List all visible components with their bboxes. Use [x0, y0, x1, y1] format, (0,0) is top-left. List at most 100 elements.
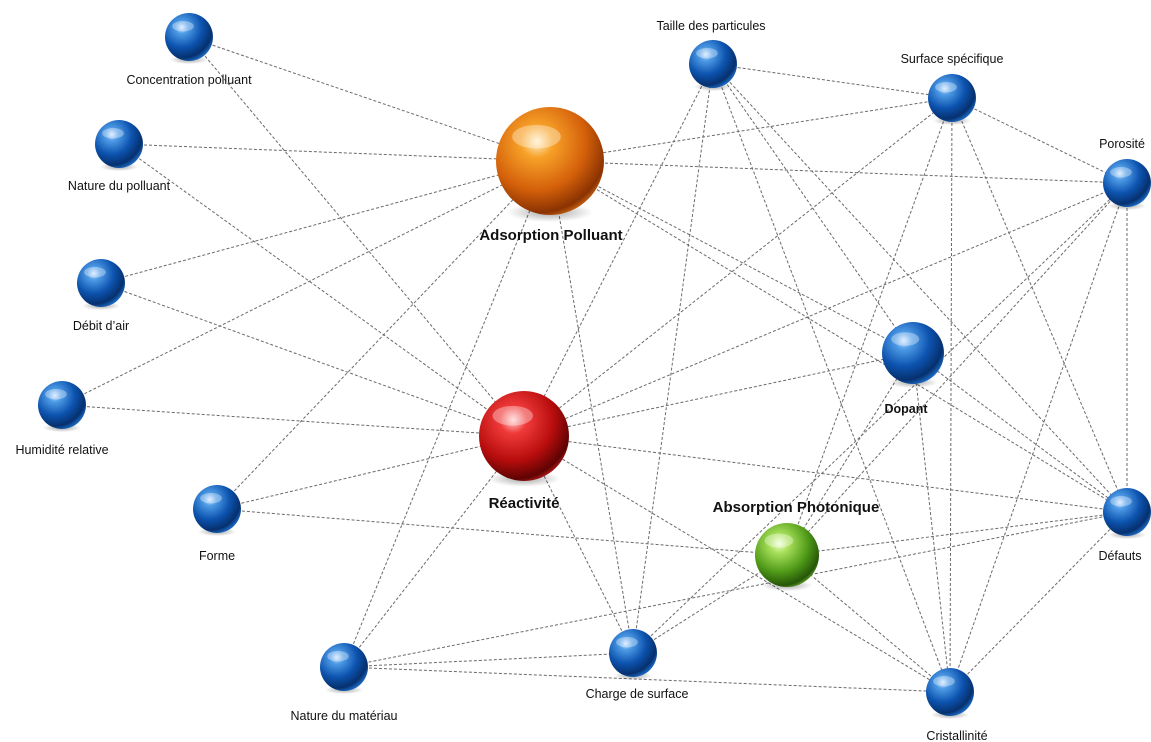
sphere-highlight [327, 650, 349, 662]
blue-sphere [1103, 488, 1151, 536]
edge-adsorption-dopant [549, 160, 914, 354]
sphere-highlight [935, 81, 957, 93]
label-charge: Charge de surface [586, 687, 689, 701]
edge-nature_materiau-reactivite [343, 435, 525, 668]
edge-dopant-defauts [912, 352, 1128, 513]
edge-reactivite-defauts [523, 435, 1128, 513]
edge-debit-adsorption [100, 160, 551, 284]
node-nature-polluant [95, 120, 143, 172]
edge-surface-defauts [951, 97, 1128, 513]
node-dopant [882, 322, 944, 389]
edge-humidite-reactivite [61, 404, 525, 437]
label-absorption: Absorption Photonique [713, 499, 880, 516]
edge-porosite-absorption [786, 182, 1128, 556]
sphere-highlight [891, 332, 920, 346]
node-porosite [1103, 159, 1151, 211]
sphere-highlight [616, 636, 638, 648]
node-cristallinite [926, 668, 974, 720]
edge-taille-defauts [712, 63, 1128, 513]
sphere-highlight [172, 20, 194, 32]
node-humidite [38, 381, 86, 433]
edge-forme-adsorption [216, 160, 551, 510]
node-taille [689, 40, 737, 92]
label-dopant: Dopant [884, 402, 928, 416]
sphere-highlight [492, 405, 533, 426]
nodes-layer [38, 13, 1151, 720]
node-nature-materiau [320, 643, 368, 695]
label-nature-polluant: Nature du polluant [68, 179, 171, 193]
label-nature-materiau: Nature du matériau [290, 709, 397, 723]
edge-humidite-adsorption [61, 160, 551, 406]
edge-surface-cristallinite [949, 97, 953, 693]
edge-concentration-reactivite [188, 36, 525, 437]
label-porosite: Porosité [1099, 137, 1145, 151]
sphere-highlight [1110, 166, 1132, 178]
node-forme [193, 485, 241, 537]
red-sphere [479, 391, 569, 481]
edge-porosite-cristallinite [949, 182, 1128, 693]
edge-dopant-cristallinite [912, 352, 951, 693]
node-reactivite [479, 391, 569, 487]
edge-nature_materiau-adsorption [343, 160, 551, 668]
blue-sphere [38, 381, 86, 429]
node-debit [77, 259, 125, 311]
label-humidite: Humidité relative [15, 443, 108, 457]
edge-reactivite-dopant [523, 352, 914, 437]
edge-nature_polluant-reactivite [118, 143, 525, 437]
node-defauts [1103, 488, 1151, 540]
edge-forme-absorption [216, 508, 788, 556]
label-taille: Taille des particules [656, 19, 765, 33]
node-charge [609, 629, 657, 681]
edge-adsorption-defauts [549, 160, 1128, 513]
label-defauts: Défauts [1098, 549, 1141, 563]
edge-taille-surface [712, 63, 953, 99]
edge-concentration-adsorption [188, 36, 551, 162]
edge-reactivite-porosite [523, 182, 1128, 437]
sphere-highlight [696, 47, 718, 59]
edge-debit-reactivite [100, 282, 525, 437]
edge-charge-taille [632, 63, 714, 654]
edge-nature_materiau-charge [343, 652, 634, 668]
label-surface: Surface spécifique [901, 52, 1004, 66]
label-adsorption: Adsorption Polluant [479, 227, 622, 244]
sphere-highlight [512, 124, 561, 149]
edge-nature_materiau-cristallinite [343, 666, 951, 693]
edge-absorption-cristallinite [786, 554, 951, 693]
edge-reactivite-surface [523, 97, 953, 437]
sphere-highlight [200, 492, 222, 504]
label-reactivite: Réactivité [489, 495, 560, 512]
node-absorption [755, 523, 819, 592]
blue-sphere [165, 13, 213, 61]
sphere-highlight [45, 388, 67, 400]
sphere-highlight [1110, 495, 1132, 507]
node-concentration [165, 13, 213, 65]
sphere-highlight [84, 266, 106, 278]
blue-sphere [928, 74, 976, 122]
edge-absorption-defauts [786, 511, 1128, 556]
orange-sphere [496, 107, 604, 215]
edge-adsorption-porosite [549, 160, 1128, 184]
edge-surface-adsorption [549, 97, 953, 162]
label-cristallinite: Cristallinité [926, 729, 987, 742]
blue-sphere [689, 40, 737, 88]
blue-sphere [609, 629, 657, 677]
edge-charge-porosite [632, 182, 1128, 654]
sphere-highlight [933, 675, 955, 687]
edge-nature_materiau-defauts [343, 511, 1128, 668]
blue-sphere [95, 120, 143, 168]
edges-layer [61, 36, 1128, 693]
label-concentration: Concentration polluant [126, 73, 252, 87]
blue-sphere [1103, 159, 1151, 207]
node-surface [928, 74, 976, 126]
blue-sphere [193, 485, 241, 533]
blue-sphere [882, 322, 944, 384]
edge-cristallinite-defauts [949, 511, 1128, 693]
blue-sphere [77, 259, 125, 307]
edge-surface-absorption [786, 97, 953, 556]
edge-surface-porosite [951, 97, 1128, 184]
edge-taille-reactivite [523, 63, 714, 437]
edge-nature_polluant-adsorption [118, 143, 551, 162]
edge-reactivite-cristallinite [523, 435, 951, 693]
